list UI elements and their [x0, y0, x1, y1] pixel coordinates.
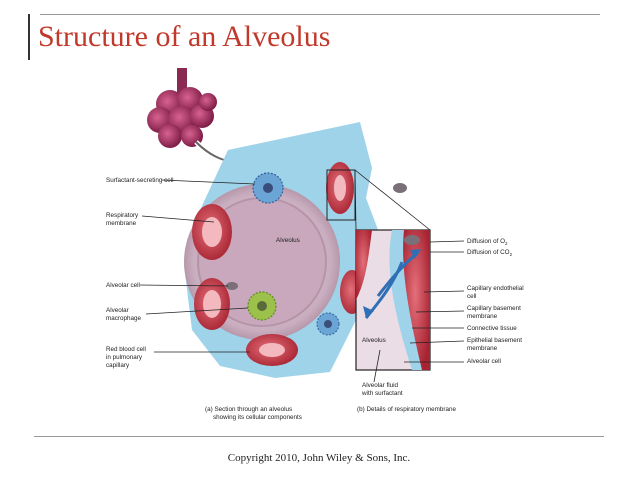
- label-diffusion-co2: Diffusion of CO2: [467, 249, 513, 257]
- label-alveolar-macrophage: Alveolar macrophage: [106, 307, 142, 322]
- caption-b: (b) Details of respiratory membrane: [357, 406, 457, 413]
- alveolar-sac-cluster: [147, 68, 217, 148]
- label-capillary-endothelial-cell: Capillary endothelial cell: [467, 285, 525, 300]
- alveolus-section: [184, 122, 407, 378]
- label-respiratory-membrane: Respiratory membrane: [106, 212, 140, 227]
- label-alveolar-cell-left: Alveolar cell: [106, 282, 140, 289]
- label-epithelial-basement-membrane: Epithelial basement membrane: [467, 337, 524, 352]
- copyright-footer: Copyright 2010, John Wiley & Sons, Inc.: [227, 452, 411, 464]
- slide-top-rule: [40, 14, 600, 15]
- label-connective-tissue: Connective tissue: [467, 325, 517, 332]
- caption-a: (a) Section through an alveolus showing …: [205, 406, 302, 421]
- label-capillary-basement-membrane: Capillary basement membrane: [467, 305, 523, 320]
- label-red-blood-cell: Red blood cell in pulmonary capillary: [106, 346, 148, 369]
- label-alveolus-main: Alveolus: [276, 237, 300, 244]
- slide-bottom-rule: [34, 436, 604, 437]
- slide-title: Structure of an Alveolus: [38, 20, 331, 53]
- label-alveolar-fluid: Alveolar fluid with surfactant: [361, 382, 403, 397]
- detail-inset-box: [326, 169, 356, 221]
- slide-accent-bar: [28, 14, 30, 60]
- leader-lines: [139, 179, 465, 383]
- alveolar-cell: [226, 282, 238, 290]
- label-alveolus-detail: Alveolus: [362, 337, 386, 344]
- label-surfactant-secreting-cell: Surfactant-secreting cell: [106, 177, 174, 184]
- respiratory-membrane-detail: [354, 169, 431, 371]
- label-alveolar-cell-right: Alveolar cell: [467, 358, 501, 365]
- label-diffusion-o2: Diffusion of O2: [467, 238, 508, 246]
